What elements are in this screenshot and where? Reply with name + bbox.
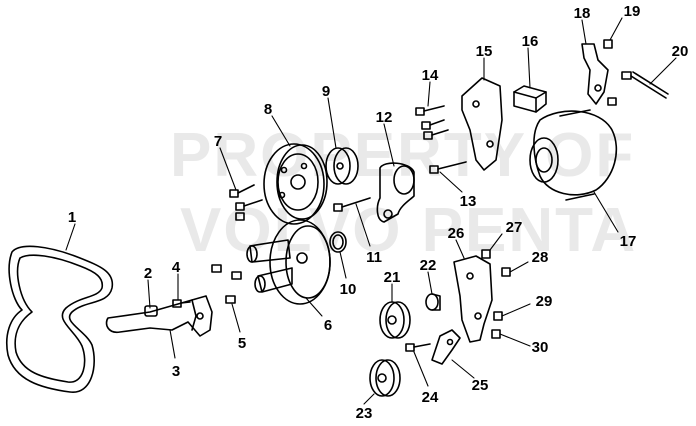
callout-26: 26 [448,225,465,242]
bolts-item-14 [415,105,449,140]
water-pump-item-6 [246,219,331,305]
callout-19: 19 [624,3,641,20]
tensioner-item-12 [376,162,415,223]
bolt-item-11 [333,197,371,212]
callout-24: 24 [422,389,439,406]
callout-4: 4 [172,259,181,276]
bolt-item-24 [405,343,431,352]
callout-16: 16 [522,33,539,50]
watermark-line-1: PROPERTY OF [170,121,636,190]
pulley-item-8 [263,143,328,225]
callout-2: 2 [144,265,152,282]
callout-5: 5 [238,335,246,352]
callout-1: 1 [68,209,76,226]
long-bolt-item-20 [607,71,669,106]
callout-30: 30 [532,339,549,356]
callout-27: 27 [506,219,523,236]
callout-9: 9 [322,83,330,100]
callout-11: 11 [366,249,382,266]
callout-12: 12 [376,109,393,126]
callout-labels: 1 2 3 4 5 6 7 8 9 10 11 12 13 14 15 16 1… [68,3,689,422]
alternator-bracket-item-15 [461,77,503,171]
mounting-bracket [105,295,213,337]
pulley-hub-item-9 [325,147,359,185]
seal-ring-item-10 [329,231,347,253]
idler-pulley-item-21 [379,301,411,339]
nuts-items-27-30 [481,249,511,339]
idler-pulley-item-23 [369,359,401,397]
adjusting-arm-item-18 [581,43,609,105]
callout-18: 18 [574,5,591,22]
callout-20: 20 [672,43,689,60]
spacer-item-22 [425,293,441,311]
callout-10: 10 [340,281,357,298]
callout-7: 7 [214,133,222,150]
callout-23: 23 [356,405,373,422]
watermark-line-2: VOLVO PENTA [180,196,638,265]
callout-28: 28 [532,249,549,266]
callout-leader-lines [65,17,677,405]
callout-29: 29 [536,293,553,310]
idler-bracket-item-26 [453,255,493,343]
callout-21: 21 [384,269,401,286]
callout-6: 6 [324,317,332,334]
callout-14: 14 [422,67,439,84]
drive-belt [6,245,114,393]
small-fasteners-left [144,264,242,317]
callout-22: 22 [420,257,437,274]
callout-3: 3 [172,363,180,380]
bolts-item-7 [229,184,263,221]
callout-13: 13 [460,193,477,210]
callout-8: 8 [264,101,272,118]
callout-15: 15 [476,43,493,60]
alternator-item-17 [529,109,618,201]
bolt-item-13 [429,161,467,174]
small-bracket-item-25 [431,329,461,365]
callout-17: 17 [620,233,637,250]
spacer-block-item-16 [513,85,547,113]
nut-item-19 [603,39,613,49]
callout-25: 25 [472,377,489,394]
